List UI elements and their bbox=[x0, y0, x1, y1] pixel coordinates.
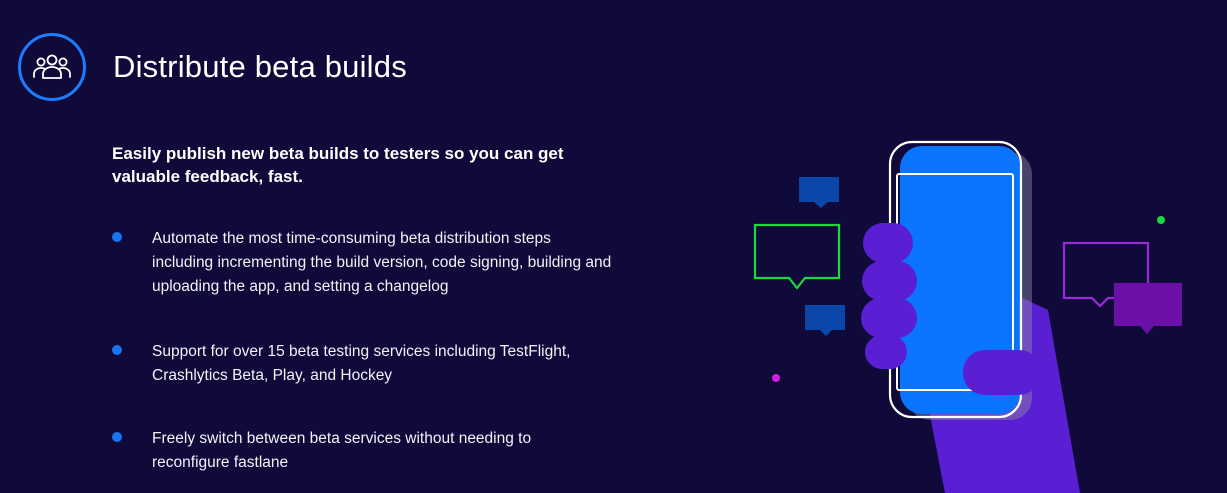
feature-item: Support for over 15 beta testing service… bbox=[112, 340, 612, 388]
chat-bubble-green bbox=[753, 223, 841, 290]
section-title: Distribute beta builds bbox=[113, 49, 407, 84]
bullet-dot bbox=[112, 345, 122, 355]
thumb bbox=[963, 350, 1041, 395]
feature-text: Freely switch between beta services with… bbox=[152, 430, 532, 471]
bullet-dot bbox=[112, 432, 122, 442]
feature-item: Freely switch between beta services with… bbox=[112, 427, 612, 475]
feature-text: Automate the most time-consuming beta di… bbox=[152, 230, 612, 295]
phone-body bbox=[900, 146, 1021, 414]
users-group-icon bbox=[33, 54, 71, 79]
green-dot bbox=[1157, 216, 1165, 224]
chat-bubble-blue-bottom bbox=[805, 305, 845, 336]
chat-bubble-purple bbox=[1062, 241, 1150, 308]
magenta-dot bbox=[772, 374, 780, 382]
feature-item: Automate the most time-consuming beta di… bbox=[112, 227, 612, 299]
intro-text: Easily publish new beta builds to tester… bbox=[112, 144, 564, 186]
bullet-dot bbox=[112, 232, 122, 242]
finger-1 bbox=[863, 223, 913, 263]
section-header: Distribute beta builds bbox=[18, 33, 407, 101]
finger-3 bbox=[861, 298, 917, 338]
finger-4 bbox=[865, 335, 907, 369]
phone-illustration bbox=[753, 140, 1182, 493]
users-badge bbox=[18, 33, 86, 101]
chat-bubble-blue-top bbox=[799, 177, 839, 208]
feature-text: Support for over 15 beta testing service… bbox=[152, 343, 571, 384]
chat-bubble-violet bbox=[1114, 283, 1182, 334]
finger-2 bbox=[862, 261, 917, 301]
